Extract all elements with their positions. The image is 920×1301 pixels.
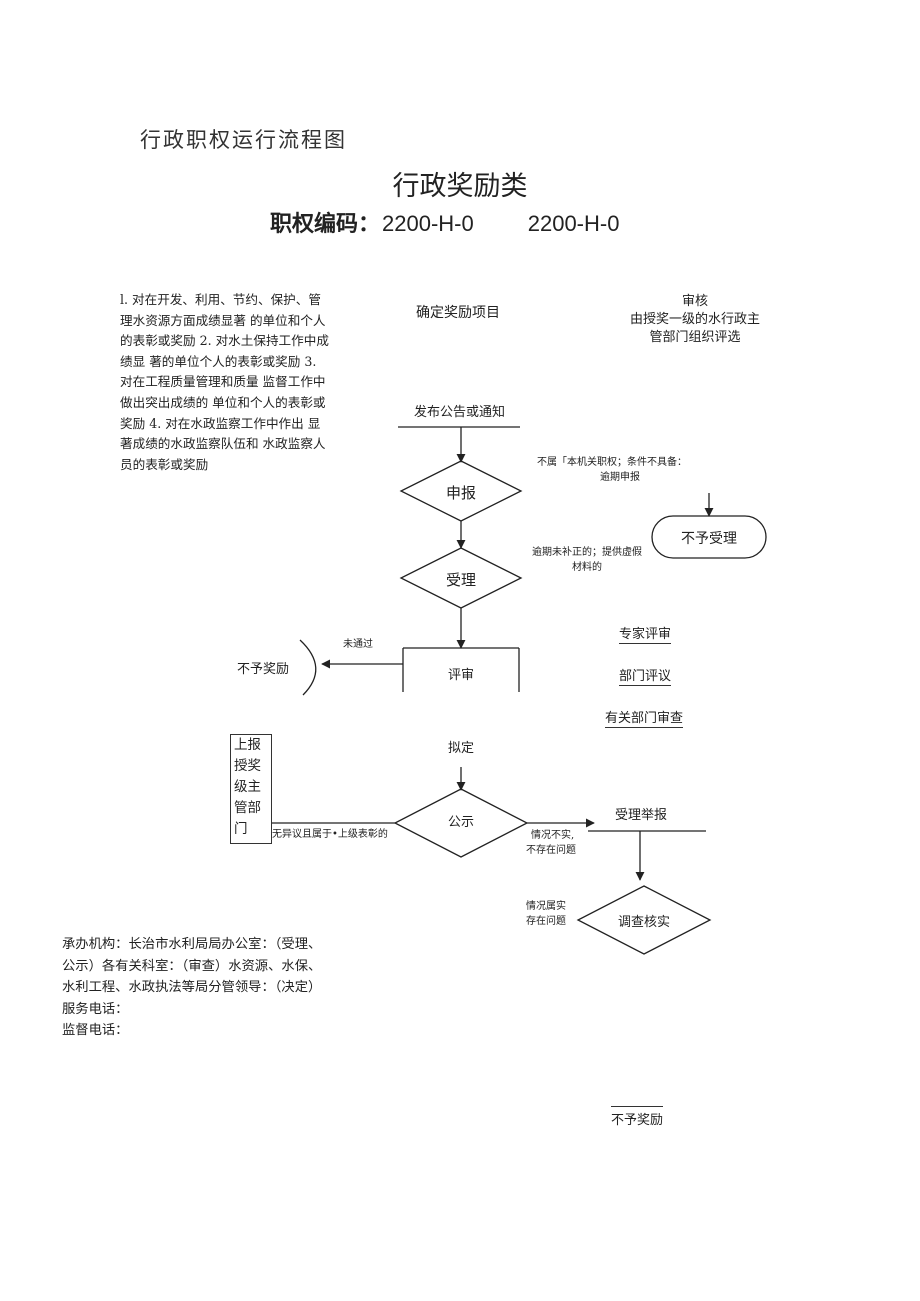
overdue-reason-line2: 材料的 xyxy=(572,562,602,573)
not-passed-label: 未通过 xyxy=(343,639,373,650)
not-accept-reason-line2: 逾期申报 xyxy=(600,472,640,483)
related-review-label: 有关部门审查 xyxy=(605,707,684,728)
not-true-line1: 情况不实, xyxy=(531,830,575,841)
expert-review-label: 专家评审 xyxy=(619,623,672,644)
investigate-diamond xyxy=(576,885,712,955)
no-objection-label: 无异议且属于•上级表彰的 xyxy=(272,829,388,840)
code-label: 职权编码： xyxy=(270,211,381,237)
document-title: 行政职权运行流程图 xyxy=(140,128,347,152)
publish-label: 发布公告或通知 xyxy=(414,405,506,420)
draft-label: 拟定 xyxy=(448,741,475,756)
code-value-2: 2200-H-0 xyxy=(527,211,620,236)
accept-report-label: 受理举报 xyxy=(615,808,668,823)
accept-label: 受理 xyxy=(445,571,476,589)
true-line2: 存在问题 xyxy=(526,916,566,927)
no-reward-arc xyxy=(299,639,317,696)
confirm-item-label: 确定奖励项目 xyxy=(416,305,500,321)
no-reward-bottom-label: 不予奖励 xyxy=(611,1106,664,1128)
code-value-1: 2200-H-0 xyxy=(382,211,474,236)
not-accept-label: 不予受理 xyxy=(681,531,737,547)
apply-label: 申报 xyxy=(445,484,476,502)
authority-scope-text: l. 对在开发、利用、节约、保护、管理水资源方面成绩显著 的单位和个人的表彰或奖… xyxy=(120,292,329,472)
footer-info: 承办机构：长治市水利局局办公室：（受理、公示）各有关科室：（审查）水资源、水保、… xyxy=(62,934,332,1042)
handling-org: 承办机构：长治市水利局局办公室：（受理、公示）各有关科室：（审查）水资源、水保、… xyxy=(62,937,322,995)
not-accept-reason-line1: 不属「本机关职权；条件不具备： xyxy=(537,457,687,468)
review-desc-line2: 管部门组织评选 xyxy=(649,330,741,345)
review-title: 审核 xyxy=(681,294,708,309)
service-phone: 服务电话： xyxy=(62,1001,129,1017)
investigate-label: 调查核实 xyxy=(617,915,670,930)
no-reward-left-label: 不予奖励 xyxy=(237,662,290,677)
not-accept-box xyxy=(651,515,767,559)
overdue-reason-line1: 逾期未补正的；提供虚假 xyxy=(532,547,642,558)
review-desc-line1: 由授奖一级的水行政主 xyxy=(629,312,760,327)
dept-discuss-label: 部门评议 xyxy=(619,665,672,686)
publicize-label: 公示 xyxy=(447,815,474,830)
evaluate-label: 评审 xyxy=(447,668,474,683)
not-true-line2: 不存在问题 xyxy=(526,845,576,856)
category-title: 行政奖励类 xyxy=(392,171,528,202)
publicize-diamond xyxy=(393,788,529,858)
true-line1: 情况属实 xyxy=(526,901,566,912)
supervise-phone: 监督电话： xyxy=(62,1023,129,1038)
report-upper-box: 上报授奖级主管部门 xyxy=(230,734,272,844)
